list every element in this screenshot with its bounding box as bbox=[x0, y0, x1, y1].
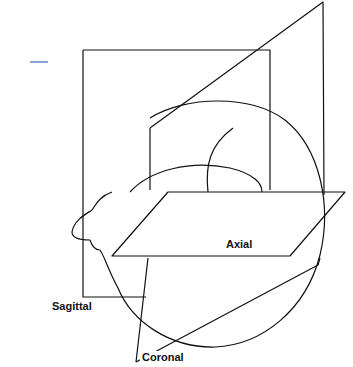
head-section bbox=[130, 165, 262, 192]
plane-label: Axial bbox=[224, 238, 254, 251]
head-outline bbox=[100, 101, 325, 347]
coronal-plane bbox=[149, 128, 150, 190]
coronal-plane bbox=[150, 2, 324, 195]
coronal-plane bbox=[136, 258, 148, 362]
plane-label: Coronal bbox=[140, 351, 186, 364]
blue-mark bbox=[30, 61, 48, 63]
face-profile bbox=[72, 192, 112, 250]
axial-plane bbox=[112, 192, 345, 256]
coronal-plane bbox=[136, 258, 320, 362]
sagittal-plane bbox=[83, 50, 270, 190]
sagittal-plane bbox=[83, 50, 146, 297]
head-section bbox=[207, 128, 233, 192]
plane-label: Sagittal bbox=[50, 300, 94, 313]
